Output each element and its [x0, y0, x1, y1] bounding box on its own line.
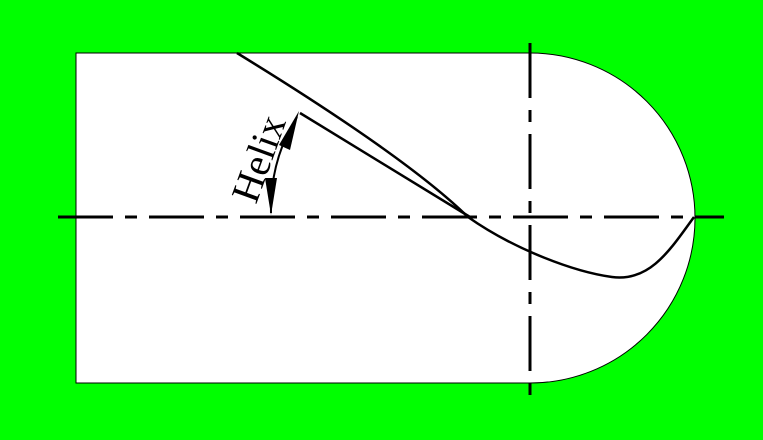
arrowhead-top: [279, 111, 299, 150]
helix-curve: [236, 51, 696, 279]
arrowhead-bottom: [265, 178, 277, 215]
helix-reference-line: [299, 111, 471, 219]
